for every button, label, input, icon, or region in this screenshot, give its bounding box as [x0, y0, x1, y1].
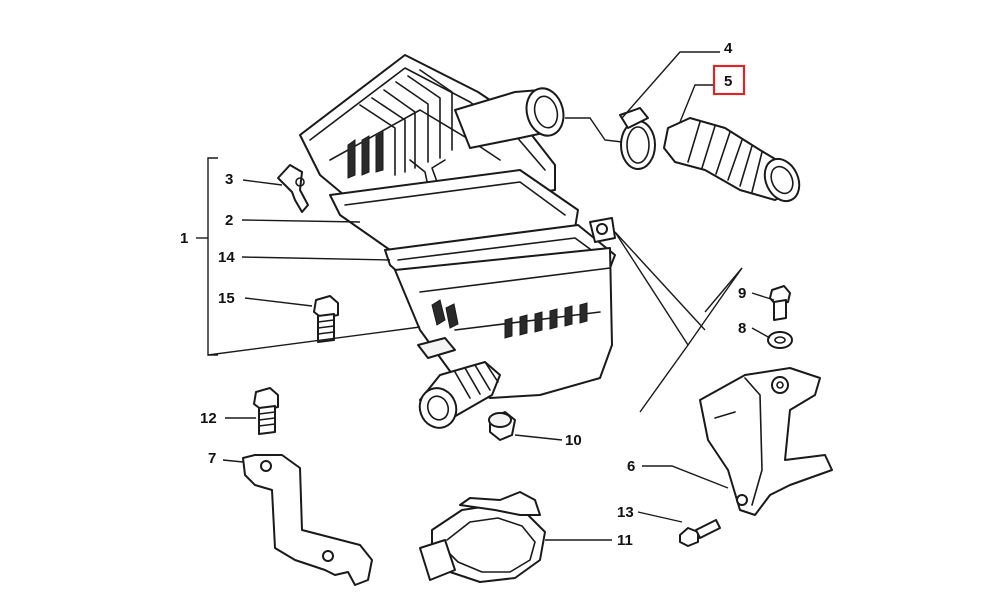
callout-2: 2	[225, 212, 233, 229]
callout-13: 13	[617, 504, 634, 521]
callout-14: 14	[218, 249, 235, 266]
callout-3: 3	[225, 171, 233, 188]
washer-part-8	[767, 331, 793, 349]
bracket-part-6	[699, 367, 833, 516]
large-hose-clamp-part-11	[419, 491, 546, 583]
corrugated-hose-part-5	[663, 117, 801, 203]
callout-labels: 1 2 3 4 5 6 7 8 9 10 11 12 13 14 15	[180, 40, 746, 549]
intake-snorkel	[454, 87, 565, 149]
lid-ribs	[347, 69, 453, 179]
bracket-part-7	[242, 454, 373, 586]
callout-9: 9	[738, 285, 746, 302]
hose-clamp-part-4	[619, 107, 656, 170]
housing-fins	[431, 299, 588, 339]
callout-10: 10	[565, 432, 582, 449]
callout-6: 6	[627, 458, 635, 475]
callout-5-highlight-box	[712, 64, 746, 96]
callout-7: 7	[208, 450, 216, 467]
callout-12: 12	[200, 410, 217, 427]
callout-8: 8	[738, 320, 746, 337]
leader-lines	[196, 51, 775, 541]
bolt-part-12	[253, 387, 279, 435]
bolt-part-9	[769, 285, 791, 321]
clip-part-3	[277, 164, 309, 213]
bolt-part-13	[679, 519, 721, 547]
callout-5: 5	[724, 73, 732, 90]
callout-1: 1	[180, 230, 188, 247]
air-filter-housing-assembly	[299, 54, 616, 429]
rubber-mount-part-10	[488, 411, 516, 441]
callout-4: 4	[724, 40, 733, 57]
callout-11: 11	[617, 532, 633, 549]
outlet-hose	[418, 361, 501, 429]
callout-15: 15	[218, 290, 235, 307]
reference-lines	[614, 231, 743, 413]
bolt-part-15	[313, 295, 339, 343]
